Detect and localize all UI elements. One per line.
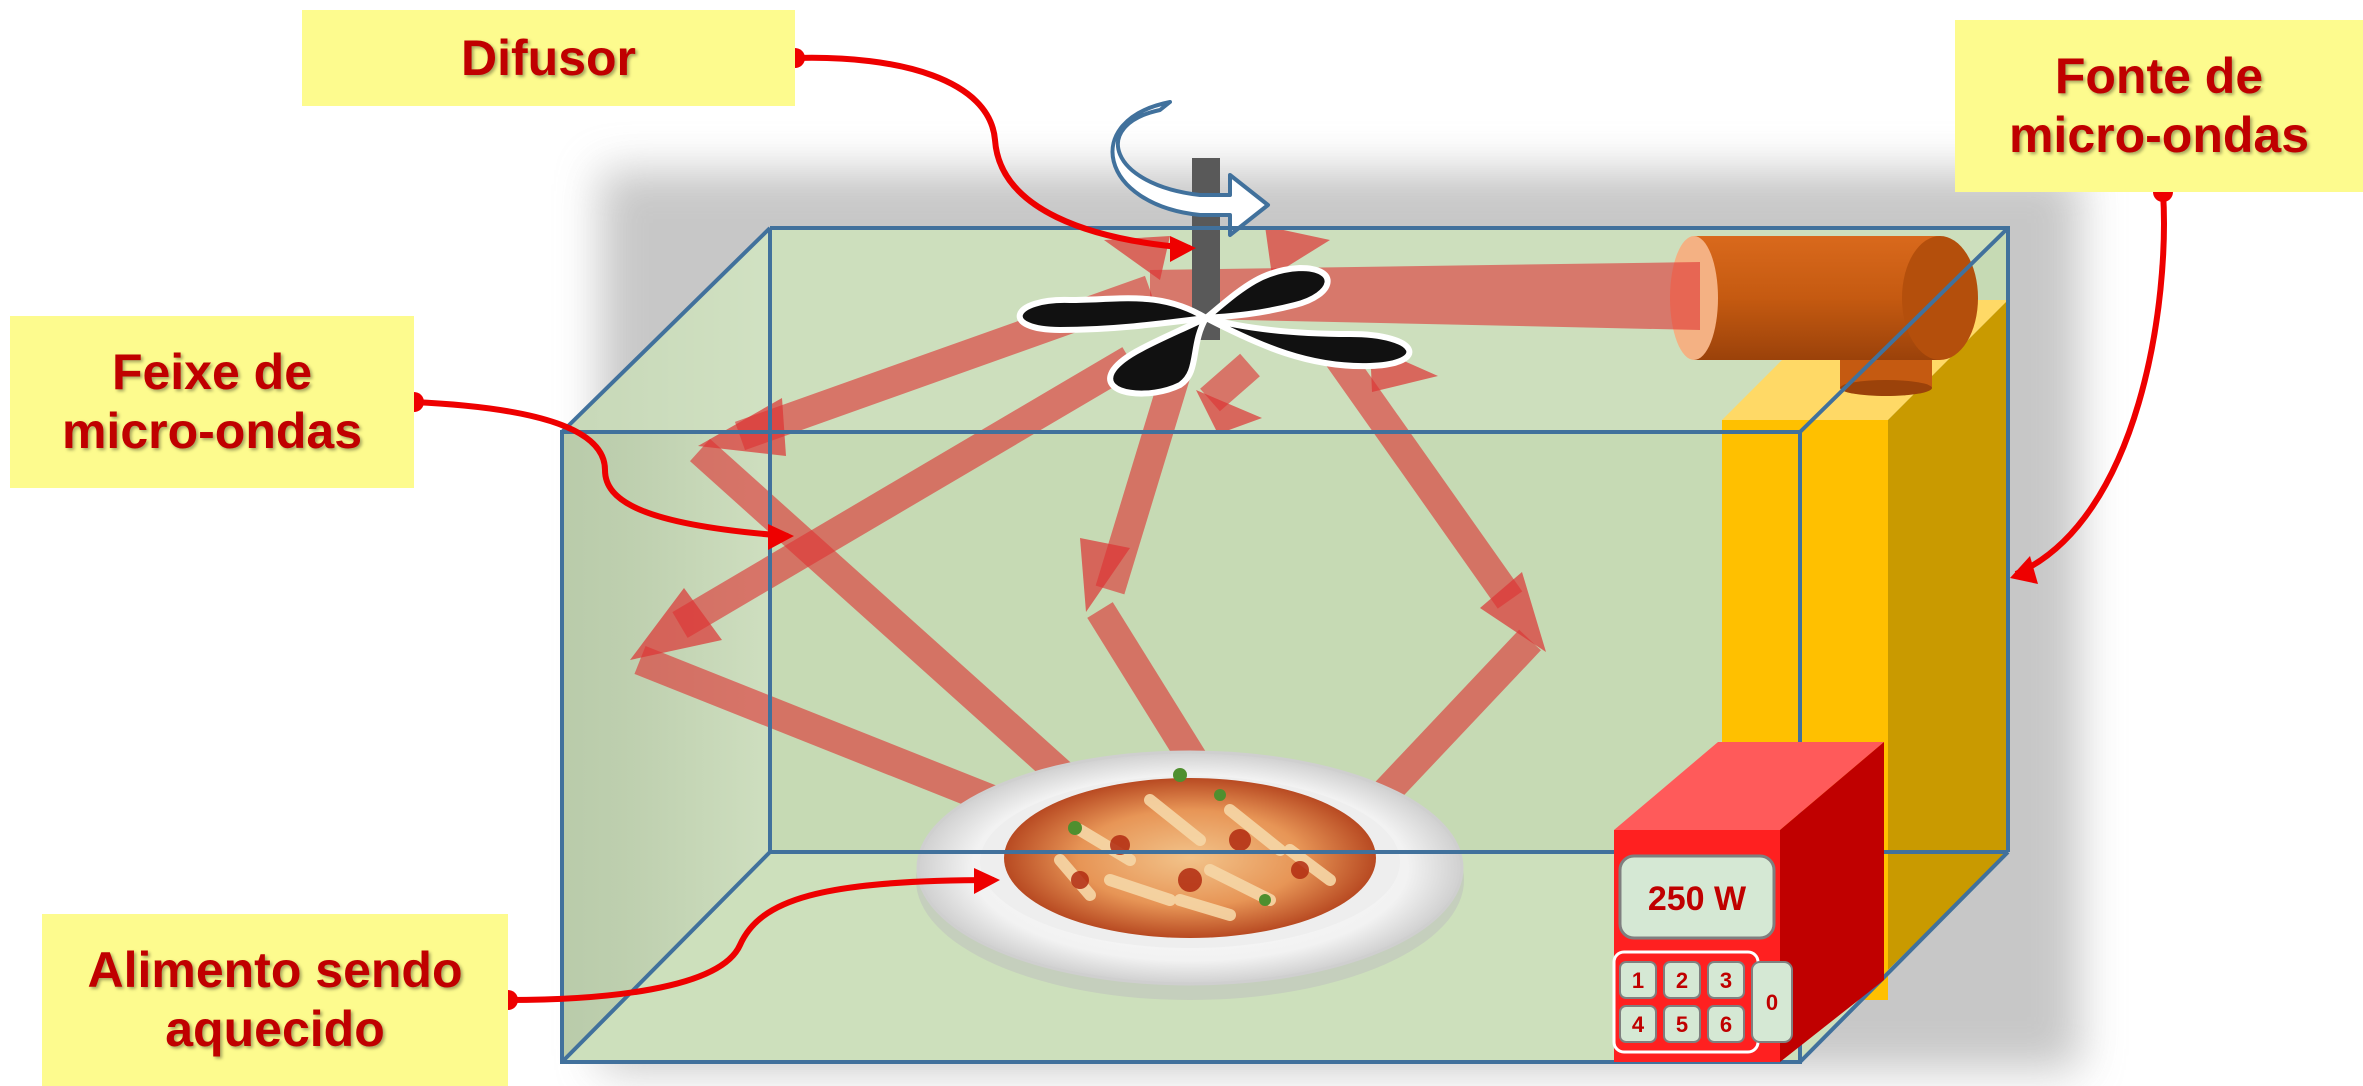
label-microwave-beam: Feixe de micro-ondas [10, 316, 414, 488]
arrowhead-icon [2010, 556, 2038, 584]
panel-top [1614, 742, 1884, 830]
plate-of-pasta [916, 750, 1464, 1000]
waveguide-side [1888, 300, 2008, 970]
key-5 [1663, 1005, 1701, 1043]
key-4-label: 4 [1632, 1012, 1645, 1037]
beam-arrowhead [1480, 572, 1546, 652]
label-beam-line2: micro-ondas [61, 403, 363, 459]
key-0 [1751, 961, 1793, 1043]
key-4 [1619, 1005, 1657, 1043]
fan-blade [1016, 295, 1215, 334]
fan-blade [1204, 315, 1413, 370]
label-food-being-heated: Alimento sendo aquecido [42, 914, 508, 1086]
beam-ray [689, 438, 1101, 812]
key-3 [1707, 961, 1745, 999]
label-food-line2: aquecido [165, 1001, 385, 1057]
label-microwave-source: Fonte de micro-ondas [1955, 20, 2363, 192]
label-food-line1: Alimento sendo [87, 942, 463, 998]
beam-arrowhead [1265, 226, 1330, 276]
panel-side [1780, 742, 1884, 1062]
arrowhead-icon [768, 524, 794, 550]
control-panel: 250 W 1 2 3 4 5 6 0 [1612, 742, 1884, 1062]
power-display-text: 250 W [1648, 880, 1747, 918]
beam-arrowhead [1196, 390, 1262, 434]
arrowhead-icon [974, 868, 1000, 894]
leader-fonte [2014, 191, 2167, 577]
keypad: 1 2 3 4 5 6 0 [1619, 961, 1793, 1043]
label-source-line2: micro-ondas [2008, 107, 2310, 163]
label-beam-line1: Feixe de [111, 344, 313, 400]
pasta [1004, 778, 1376, 938]
beam-arrowhead [698, 398, 786, 456]
magnetron-end [1902, 236, 1978, 360]
magnetron-body [1694, 236, 1940, 360]
arrowhead-icon [1170, 236, 1196, 262]
key-0-label: 0 [1766, 990, 1778, 1015]
key-2-label: 2 [1676, 968, 1688, 993]
leader-difusor [794, 54, 1191, 251]
label-source-line1: Fonte de [2054, 48, 2264, 104]
beam-arrowhead [630, 588, 722, 660]
beam-ray [672, 347, 1138, 638]
key-6-label: 6 [1720, 1012, 1732, 1037]
fan-blade [1107, 311, 1214, 397]
label-diffuser: Difusor [302, 10, 795, 106]
label-diffuser-text: Difusor [461, 29, 636, 86]
key-5-label: 5 [1676, 1012, 1688, 1037]
leader-feixe [413, 399, 789, 539]
rotation-arrow-icon [1110, 100, 1270, 237]
key-2 [1663, 961, 1701, 999]
key-6 [1707, 1005, 1745, 1043]
fan-blade [1196, 264, 1331, 322]
power-display [1618, 854, 1776, 940]
key-1-label: 1 [1632, 968, 1644, 993]
beam-ray [1200, 353, 1260, 412]
key-1 [1619, 961, 1657, 999]
beam-arrowhead [1080, 538, 1130, 612]
diffuser-fan [1016, 100, 1413, 397]
leader-lines [413, 54, 2167, 1003]
beam-ray [1317, 336, 1523, 609]
key-3-label: 3 [1720, 968, 1732, 993]
leader-alimento [507, 877, 995, 1003]
